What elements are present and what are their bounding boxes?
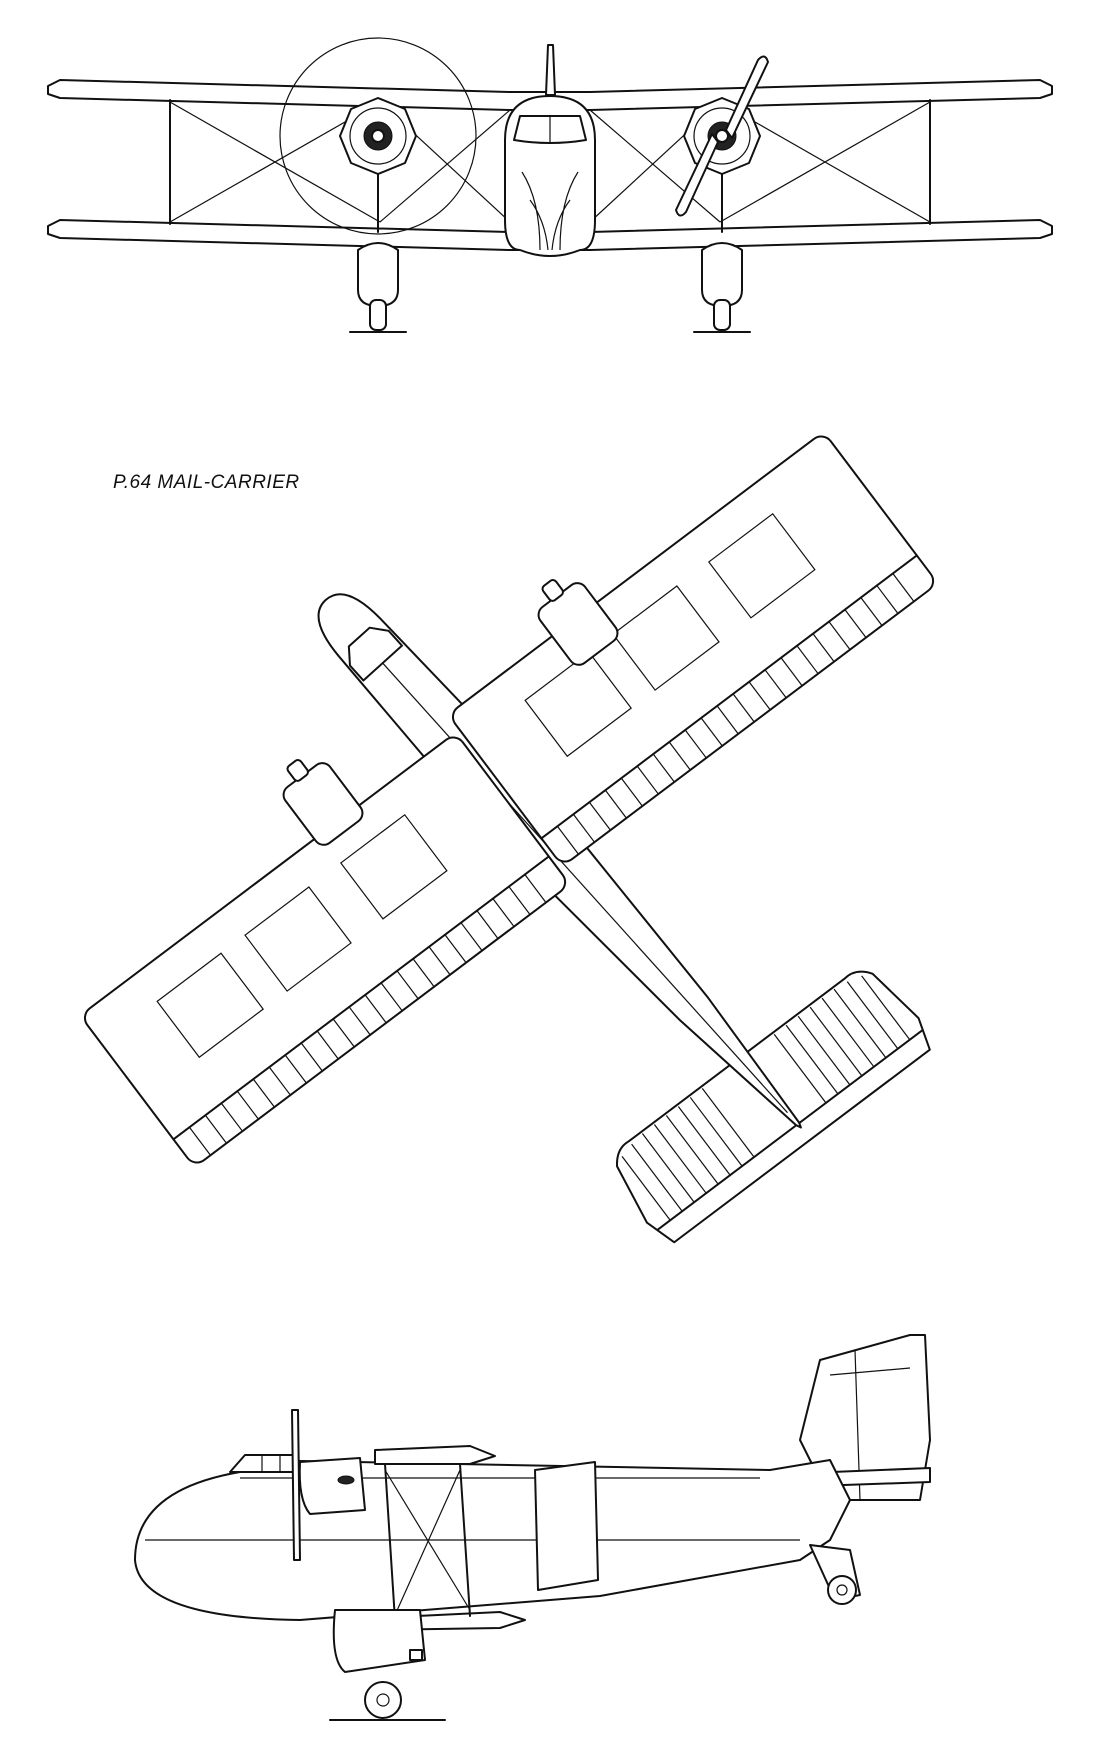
front-engine-left [340, 98, 416, 174]
side-upper-wing [375, 1446, 495, 1464]
front-propeller-disc [280, 38, 476, 234]
front-engine-right [684, 98, 760, 174]
side-struts [385, 1464, 470, 1620]
front-undercarriage-left [350, 243, 406, 332]
front-propeller-blade [726, 56, 768, 138]
aircraft-caption: P.64 MAIL-CARRIER [113, 472, 300, 493]
side-propeller [292, 1410, 300, 1560]
side-cockpit [230, 1455, 300, 1472]
front-view [48, 38, 1052, 332]
side-engine-nacelle [300, 1458, 365, 1514]
side-view [135, 1335, 930, 1720]
front-propeller-blade [676, 134, 718, 216]
plan-engine-right [525, 566, 621, 668]
front-tail-fin [546, 45, 555, 95]
front-undercarriage-right [694, 243, 750, 332]
plan-engine-left [270, 746, 366, 848]
side-mail-door [535, 1462, 598, 1590]
plan-wing-left [80, 733, 570, 1168]
side-main-undercarriage [330, 1610, 445, 1720]
plan-wing-right [448, 432, 938, 867]
side-tail-wheel [810, 1545, 860, 1604]
plan-tailplane [601, 957, 938, 1248]
plan-view [80, 432, 938, 1249]
